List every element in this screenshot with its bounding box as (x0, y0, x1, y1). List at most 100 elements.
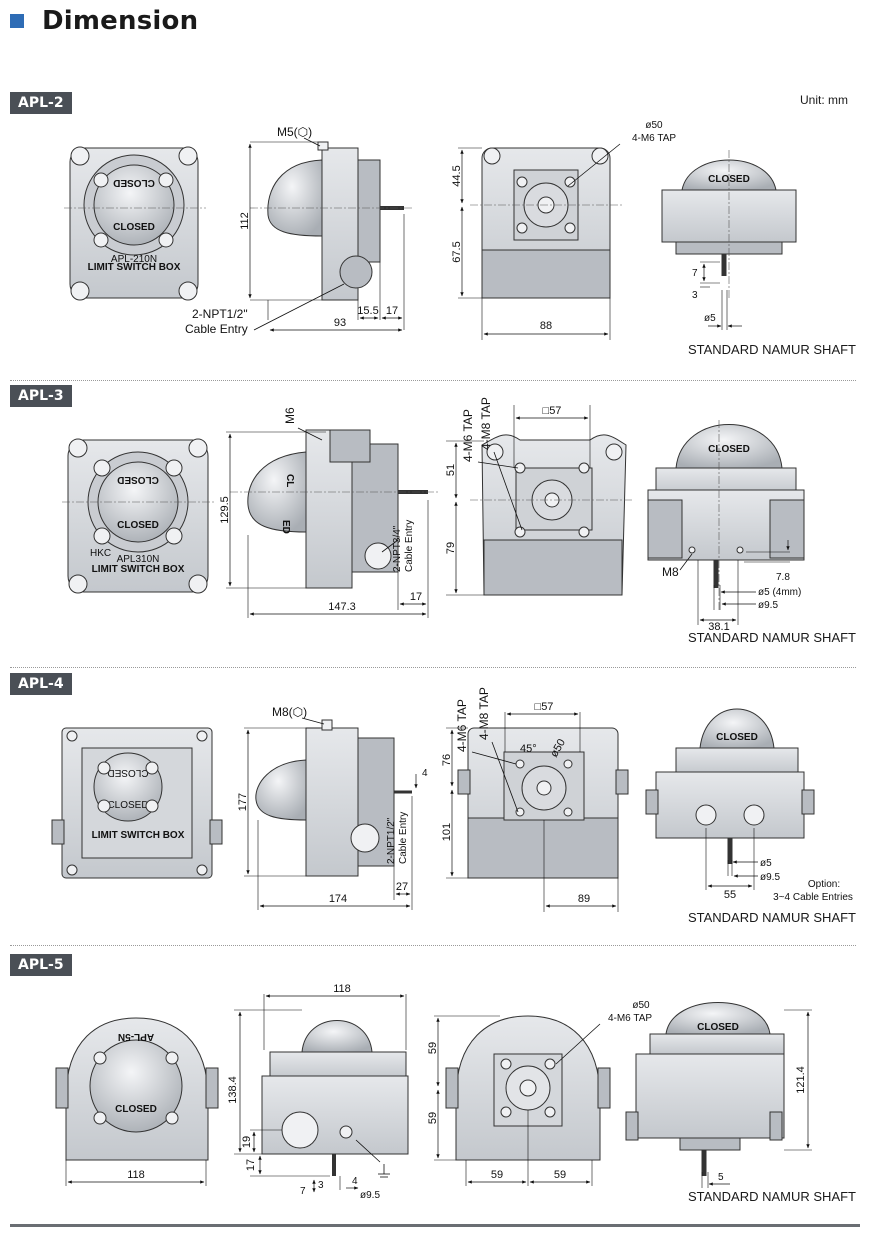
apl2-dim-15-5: 15.5 (357, 305, 378, 317)
apl3-cable-1: 2-NPT3/4" (392, 525, 403, 572)
apl3-dim-9-5: ø9.5 (758, 600, 778, 611)
apl5-dim-118-bottom: 118 (127, 1169, 145, 1181)
apl3-dim-79: 79 (445, 542, 457, 554)
apl5-face-model: APL-5N (118, 1031, 154, 1042)
bottom-rule (10, 1224, 860, 1227)
apl5-dim-5: 5 (718, 1172, 724, 1183)
apl3-side-cl: CL (284, 474, 295, 487)
divider (10, 380, 856, 381)
apl5-dim-138-4: 138.4 (227, 1076, 239, 1104)
apl5-dim-7: 7 (300, 1186, 306, 1197)
apl2-dim-93: 93 (334, 317, 346, 329)
apl5-top-view: 59 59 59 59 ø50 4-M6 TAP (427, 1000, 652, 1186)
apl2-dim-5: ø5 (704, 313, 716, 324)
apl5-dim-59-left: 59 (491, 1169, 503, 1181)
namur-label-apl2: STANDARD NAMUR SHAFT (687, 342, 856, 357)
apl4-dim-27: 27 (396, 881, 408, 893)
apl3-m6-label: M6 (283, 407, 297, 424)
apl4-dim-101: 101 (441, 823, 453, 841)
apl2-dim-3: 3 (692, 290, 698, 301)
apl4-dim-4: 4 (422, 768, 428, 779)
apl5-dim-17: 17 (245, 1159, 257, 1171)
apl2-dim-7: 7 (692, 268, 698, 279)
apl4-dim-76: 76 (441, 754, 453, 766)
apl3-side-view: CL ED 129.5 M6 147.3 17 2-NPT3/4" Cable … (219, 407, 440, 618)
namur-label-apl5: STANDARD NAMUR SHAFT (687, 1189, 856, 1204)
section-tag-apl5: APL-5 (10, 954, 72, 976)
apl3-face-brand: HKC (90, 548, 111, 559)
apl5-dim-118-top: 118 (333, 983, 351, 995)
apl5-dim-9-5: ø9.5 (360, 1190, 380, 1201)
apl3-face-box: LIMIT SWITCH BOX (92, 564, 185, 575)
apl2-side-view: 112 M5(⬡) 93 15.5 17 2-NPT1/2" Cable Ent… (185, 125, 412, 336)
apl2-dim-17: 17 (386, 305, 398, 317)
apl3-dim-7-8: 7.8 (776, 572, 790, 583)
apl2-cable-2: Cable Entry (185, 322, 248, 336)
apl3-front-view: CLOSED CLOSED HKC APL310N LIMIT SWITCH B… (62, 438, 214, 594)
apl5-front-view: APL-5N CLOSED 118 (55, 1017, 219, 1186)
apl2-tap-1: ø50 (645, 120, 663, 131)
apl4-option-2: 3~4 Cable Entries (773, 892, 853, 903)
page-title: Dimension (42, 6, 199, 36)
apl2-dim-67-5: 67.5 (451, 241, 463, 262)
apl5-dim-4: 4 (352, 1176, 358, 1187)
apl4-45deg: 45° (520, 743, 537, 755)
apl3-m6tap: 4-M6 TAP (461, 409, 475, 462)
unit-label: Unit: mm (800, 93, 848, 107)
apl5-face-closed: CLOSED (115, 1104, 157, 1115)
apl5-rear-view: CLOSED 121.4 5 (625, 1002, 812, 1188)
apl4-rear-closed: CLOSED (716, 732, 758, 743)
apl4-face-closed-bottom: CLOSED (107, 800, 148, 811)
namur-label-apl3: STANDARD NAMUR SHAFT (687, 630, 856, 645)
apl5-rear-closed: CLOSED (697, 1022, 739, 1033)
apl3-face-closed-top: CLOSED (117, 474, 159, 485)
apl2-dim-44-5: 44.5 (451, 165, 463, 186)
apl4-m8-label: M8(⬡) (272, 705, 307, 719)
apl3-face-model: APL310N (117, 554, 160, 565)
apl3-rear-view: CLOSED M8 7.8 ø5 (4mm) ø9.5 38.1 (647, 420, 805, 633)
apl3-dim-51: 51 (445, 464, 457, 476)
apl4-face-box: LIMIT SWITCH BOX (92, 830, 185, 841)
apl5-dim-19: 19 (241, 1136, 253, 1148)
apl3-side-ed: ED (280, 520, 291, 534)
apl2-face-closed-top: CLOSED (113, 177, 155, 188)
apl4-dim-9-5: ø9.5 (760, 872, 780, 883)
section-tag-apl4: APL-4 (10, 673, 72, 695)
apl5-tap-1: ø50 (632, 1000, 650, 1011)
namur-label-apl4: STANDARD NAMUR SHAFT (687, 910, 856, 925)
apl4-rear-view: CLOSED ø5 ø9.5 55 Option: 3~4 Cable Entr… (645, 708, 853, 903)
apl3-m8-label: M8 (662, 565, 679, 579)
apl3-dim-5: ø5 (4mm) (758, 587, 801, 598)
apl2-face-box: LIMIT SWITCH BOX (88, 262, 181, 273)
apl4-m6tap: 4-M6 TAP (455, 699, 469, 752)
section-tag-apl2: APL-2 (10, 92, 72, 114)
apl5-dim-59-right: 59 (554, 1169, 566, 1181)
apl5-dim-3: 3 (318, 1180, 324, 1191)
apl3-dim-129-5: 129.5 (219, 496, 231, 524)
apl4-face-closed-top: CLOSED (107, 767, 148, 778)
title-square-icon (10, 14, 24, 28)
apl3-dim-38-1: 38.1 (708, 621, 729, 633)
apl2-cable-1: 2-NPT1/2" (192, 307, 248, 321)
apl2-dim-88: 88 (540, 320, 552, 332)
apl3-sq57: □57 (543, 405, 562, 417)
apl5-dim-59-lower: 59 (427, 1112, 439, 1124)
apl4-sq57: □57 (535, 701, 554, 713)
apl2-rear-view: CLOSED 7 3 ø5 (661, 150, 797, 330)
apl2-top-view: 44.5 67.5 88 ø50 4-M6 TAP (451, 120, 676, 340)
apl2-dim-112: 112 (239, 212, 251, 230)
apl4-option-1: Option: (808, 879, 840, 890)
apl4-dim-177: 177 (237, 793, 249, 811)
apl4-cable-2: Cable Entry (398, 812, 409, 864)
apl2-front-view: CLOSED CLOSED APL-210N LIMIT SWITCH BOX (64, 146, 206, 301)
apl2-face-model: APL-210N (111, 254, 157, 265)
apl3-top-view: □57 4-M6 TAP 4-M8 TAP 51 79 (445, 397, 634, 596)
apl4-cable-1: 2-NPT1/2" (386, 817, 397, 864)
apl3-face-closed-bottom: CLOSED (117, 520, 159, 531)
apl5-dim-121-4: 121.4 (795, 1066, 807, 1094)
apl3-dim-17: 17 (410, 591, 422, 603)
apl4-m8tap: 4-M8 TAP (477, 687, 491, 740)
apl2-face-closed-bottom: CLOSED (113, 222, 155, 233)
apl4-side-view: 177 M8(⬡) 174 27 4 2-NPT1/2" Cable Entry (237, 705, 428, 910)
